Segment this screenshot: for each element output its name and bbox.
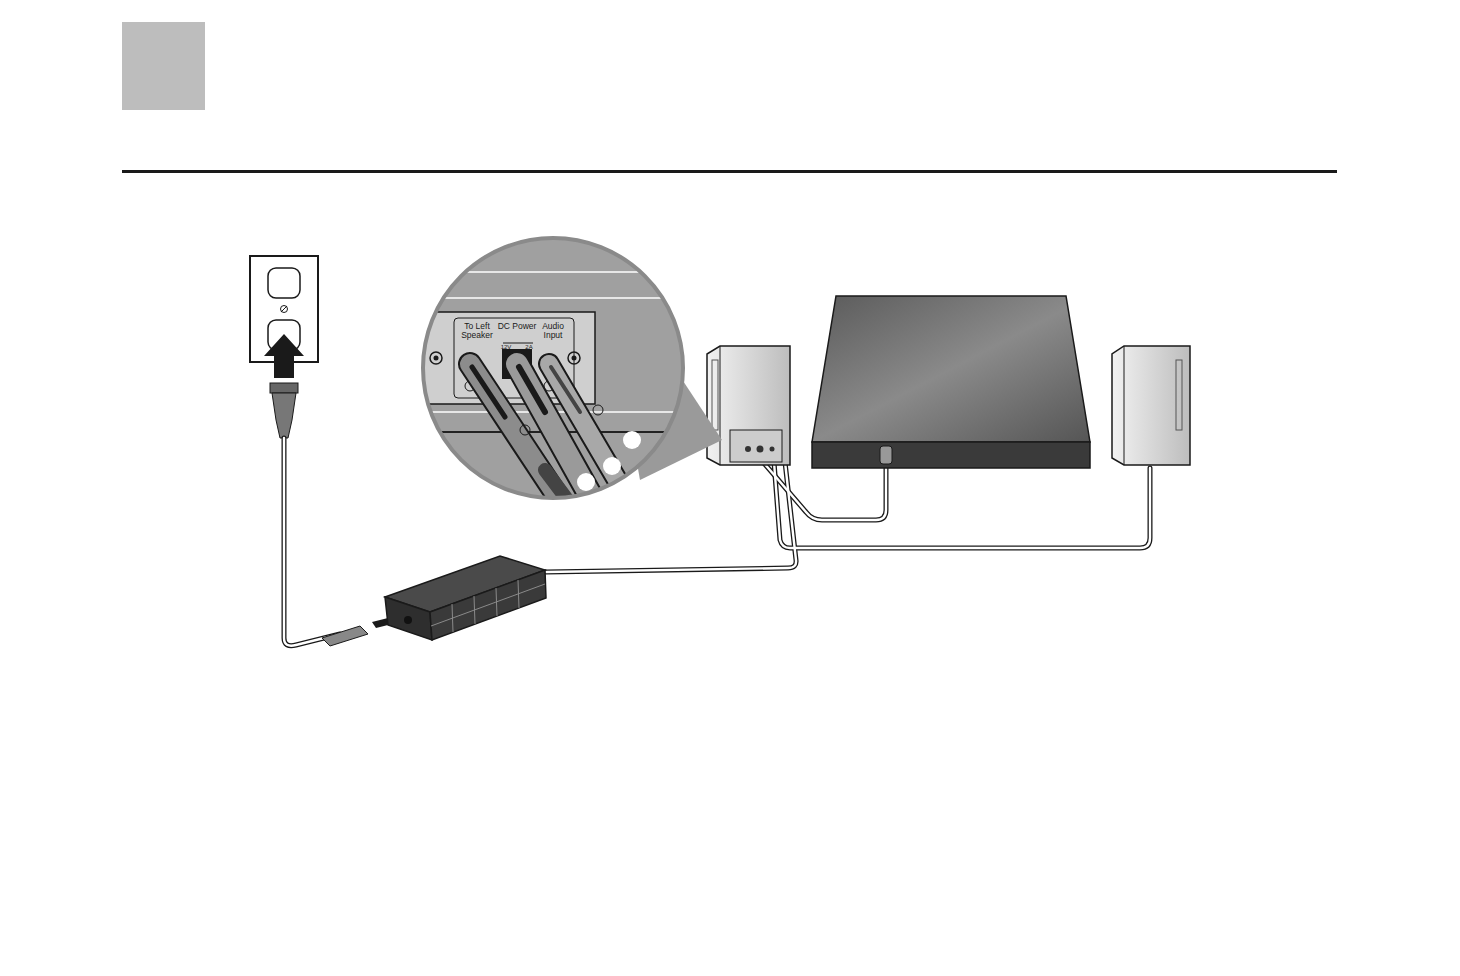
adapter-connector [322, 626, 368, 646]
panel-label: DC Power [494, 322, 540, 331]
power-plug [270, 383, 298, 438]
panel-label: To Left Speaker [457, 322, 497, 341]
right-speaker [707, 346, 790, 465]
step-box [122, 22, 205, 110]
rating-label: 12V [496, 344, 516, 351]
insert-arrow [264, 334, 304, 378]
power-adapter [385, 556, 546, 640]
panel-label: Audio Input [538, 322, 568, 341]
rule-line [122, 170, 1337, 173]
cables [284, 438, 1150, 646]
left-speaker [1112, 346, 1190, 465]
zoom-detail [400, 230, 720, 510]
computer [812, 296, 1090, 468]
rating-label: 2A [521, 344, 537, 351]
